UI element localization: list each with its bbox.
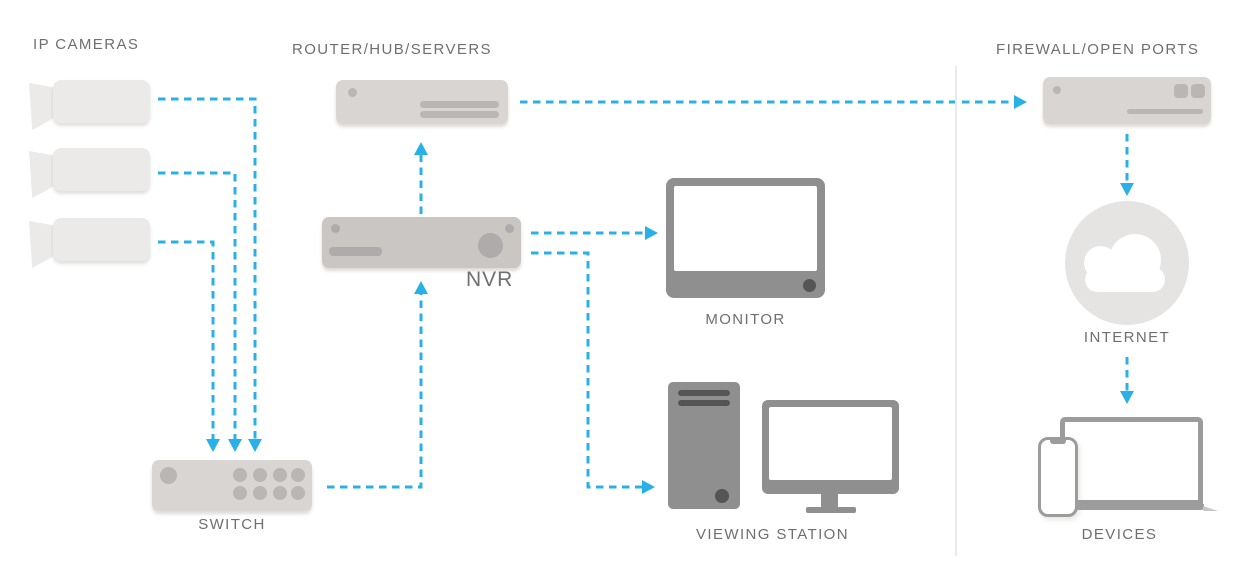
- arrowhead-down-icon: [248, 439, 262, 452]
- viewing-station-label: VIEWING STATION: [696, 526, 849, 543]
- connector-switch-to-nvr: [327, 294, 423, 489]
- monitor-icon: [666, 178, 825, 298]
- camera-lens-icon: [29, 151, 56, 198]
- camera-body: [53, 80, 150, 123]
- monitor-stand: [821, 493, 838, 509]
- port-dot: [233, 468, 247, 482]
- firewall-icon: [1043, 77, 1211, 124]
- camera-body: [53, 218, 150, 261]
- section-divider: [955, 66, 957, 556]
- arrowhead-right-icon: [1014, 95, 1027, 109]
- internet-label: INTERNET: [1083, 329, 1171, 346]
- connector-camera2-to-switch: [158, 171, 237, 439]
- laptop-icon: [1060, 417, 1203, 505]
- vent-bar: [420, 111, 499, 118]
- switch-label: SWITCH: [198, 516, 266, 533]
- tower-vent-slot: [678, 390, 730, 396]
- port-dot: [253, 486, 267, 500]
- connector-camera1-to-switch: [158, 97, 257, 439]
- led-dot: [348, 88, 357, 97]
- router-icon: [336, 80, 508, 124]
- laptop-base-edge: [1203, 506, 1218, 511]
- monitor-screen: [674, 186, 817, 271]
- port-dot: [253, 468, 267, 482]
- viewing-monitor-icon: [762, 400, 899, 494]
- smartphone-icon: [1038, 437, 1078, 517]
- laptop-base: [1076, 504, 1204, 510]
- ip-cameras-label: IP CAMERAS: [33, 36, 140, 53]
- port-dot: [273, 486, 287, 500]
- camera-lens-icon: [29, 83, 56, 130]
- ip-camera-icon: [29, 148, 150, 198]
- devices-label: DEVICES: [1081, 526, 1158, 543]
- router-label: ROUTER/HUB/SERVERS: [292, 41, 492, 58]
- nvr-icon: [322, 217, 521, 268]
- nvr-slot-bar: [329, 247, 382, 256]
- switch-led: [160, 467, 177, 484]
- switch-icon: [152, 460, 312, 511]
- vent-bar: [420, 101, 499, 108]
- port-square: [1174, 84, 1188, 98]
- port-dot: [273, 468, 287, 482]
- led-dot: [1053, 86, 1061, 94]
- cloud-puff: [1084, 246, 1117, 279]
- ip-camera-icon: [29, 218, 150, 268]
- tower-vent-slot: [678, 400, 730, 406]
- led-dot: [505, 224, 514, 233]
- led-dot: [331, 224, 340, 233]
- monitor-stand-base: [806, 507, 856, 513]
- port-dot: [291, 486, 305, 500]
- arrowhead-right-icon: [645, 226, 658, 240]
- power-button-dot: [803, 279, 816, 292]
- arrowhead-down-icon: [206, 439, 220, 452]
- arrowhead-right-icon: [642, 480, 655, 494]
- ip-camera-icon: [29, 80, 150, 130]
- nvr-knob: [478, 233, 503, 258]
- camera-lens-icon: [29, 221, 56, 268]
- phone-notch: [1050, 440, 1066, 444]
- arrowhead-down-icon: [1120, 183, 1134, 196]
- nvr-label: NVR: [466, 268, 514, 291]
- pc-tower-icon: [668, 382, 740, 509]
- port-dot: [291, 468, 305, 482]
- arrowhead-down-icon: [1120, 391, 1134, 404]
- arrowhead-down-icon: [228, 439, 242, 452]
- connector-nvr-to-viewing-station: [531, 251, 642, 489]
- internet-cloud-icon: [1065, 201, 1189, 325]
- monitor-label: MONITOR: [705, 311, 786, 328]
- cloud-puff: [1109, 234, 1161, 286]
- viewing-monitor-screen: [769, 407, 892, 480]
- arrowhead-up-icon: [414, 281, 428, 294]
- port-dot: [233, 486, 247, 500]
- arrowhead-up-icon: [414, 142, 428, 155]
- firewall-label: FIREWALL/OPEN PORTS: [996, 41, 1200, 58]
- port-square: [1191, 84, 1205, 98]
- camera-body: [53, 148, 150, 191]
- power-button-dot: [715, 489, 729, 503]
- connector-camera3-to-switch: [158, 240, 215, 439]
- vent-bar: [1127, 109, 1203, 114]
